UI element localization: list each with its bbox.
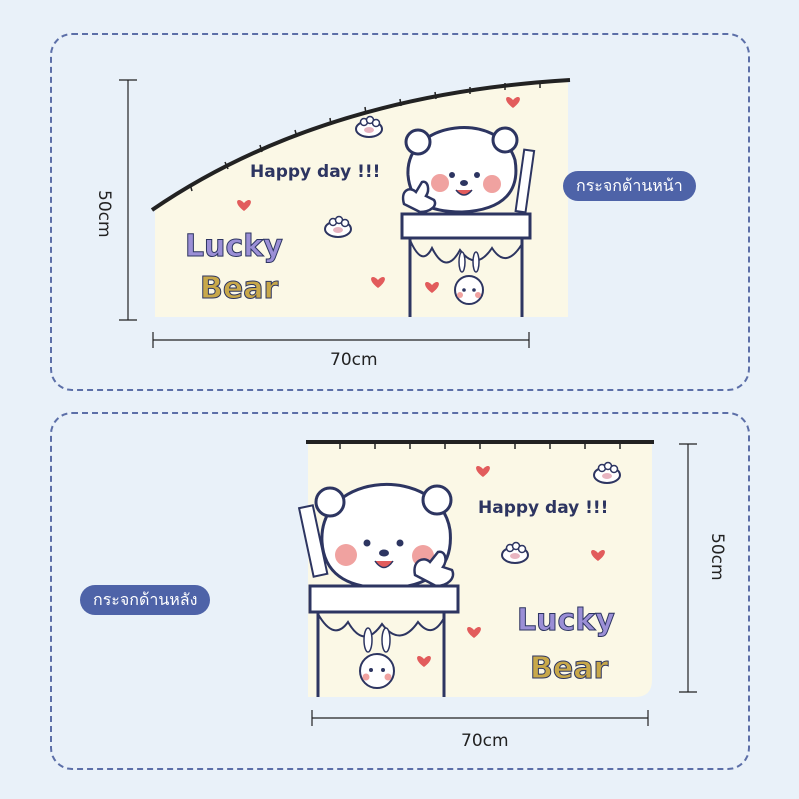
front-window-panel [50,33,750,391]
front-slogan: Happy day !!! [250,162,380,182]
front-height-label: 50cm [94,190,114,238]
front-word-lucky: Lucky [185,229,283,264]
front-window-badge: กระจกด้านหน้า [563,171,696,201]
front-width-label: 70cm [330,350,378,370]
rear-window-badge: กระจกด้านหลัง [80,585,211,615]
rear-slogan: Happy day !!! [478,498,608,518]
front-shade: Happy day !!! Lucky Bear [150,78,571,317]
rear-height-label: 50cm [707,533,727,581]
front-word-bear: Bear [200,271,278,306]
rear-shade: Happy day !!! Lucky Bear [297,440,654,697]
rear-width-label: 70cm [461,731,509,751]
rear-word-bear: Bear [530,651,608,686]
rear-dimension-lines [311,443,697,726]
front-dimension-lines [119,79,530,348]
rear-word-lucky: Lucky [517,603,615,638]
rear-window-panel [50,412,750,770]
